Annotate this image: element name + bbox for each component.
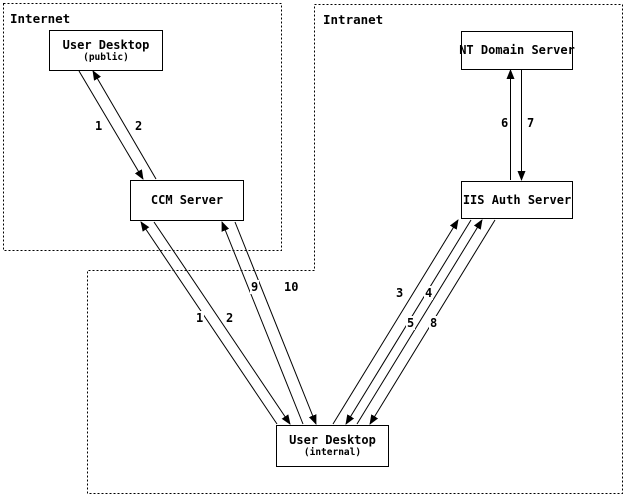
edge-label-10: 10: [283, 280, 300, 294]
edge-label-1-internal: 1: [195, 311, 205, 325]
intranet-zone-border: [87, 4, 623, 494]
node-title: NT Domain Server: [459, 43, 575, 57]
edge-label-4: 4: [424, 286, 434, 300]
edge-5-internal-desktop-to-iis: [356, 219, 483, 425]
node-title: User Desktop: [289, 433, 376, 447]
edge-label-2-internal: 2: [225, 311, 235, 325]
node-subtitle: (public): [83, 51, 129, 63]
edge-10-ccm-to-internal-desktop: [234, 221, 317, 425]
edge-2-ccm-to-internal-desktop: [153, 221, 291, 425]
node-title: IIS Auth Server: [462, 192, 572, 207]
intranet-zone-label: Intranet: [323, 12, 384, 27]
edge-label-5: 5: [406, 316, 416, 330]
edge-3-internal-desktop-to-iis: [332, 219, 459, 425]
node-title: User Desktop: [62, 37, 150, 52]
edge-label-2-public: 2: [134, 119, 144, 133]
edge-label-6: 6: [500, 116, 510, 130]
node-subtitle: (internal): [303, 447, 362, 458]
node-iis-auth-server: IIS Auth Server: [461, 181, 573, 219]
node-title: CCM Server: [150, 193, 224, 207]
node-nt-domain-server: NT Domain Server: [459, 31, 575, 70]
edge-label-8: 8: [429, 316, 439, 330]
node-user-desktop-public: User Desktop (public): [49, 30, 163, 71]
internet-zone-label: Internet: [10, 11, 71, 26]
edge-1-internal-desktop-to-ccm: [140, 221, 278, 425]
edge-label-7: 7: [526, 116, 536, 130]
edge-label-9: 9: [250, 280, 260, 294]
node-ccm-server: CCM Server: [130, 180, 244, 221]
edge-label-1-public: 1: [94, 119, 104, 133]
node-user-desktop-internal: User Desktop (internal): [276, 425, 389, 467]
edge-label-3: 3: [395, 286, 405, 300]
